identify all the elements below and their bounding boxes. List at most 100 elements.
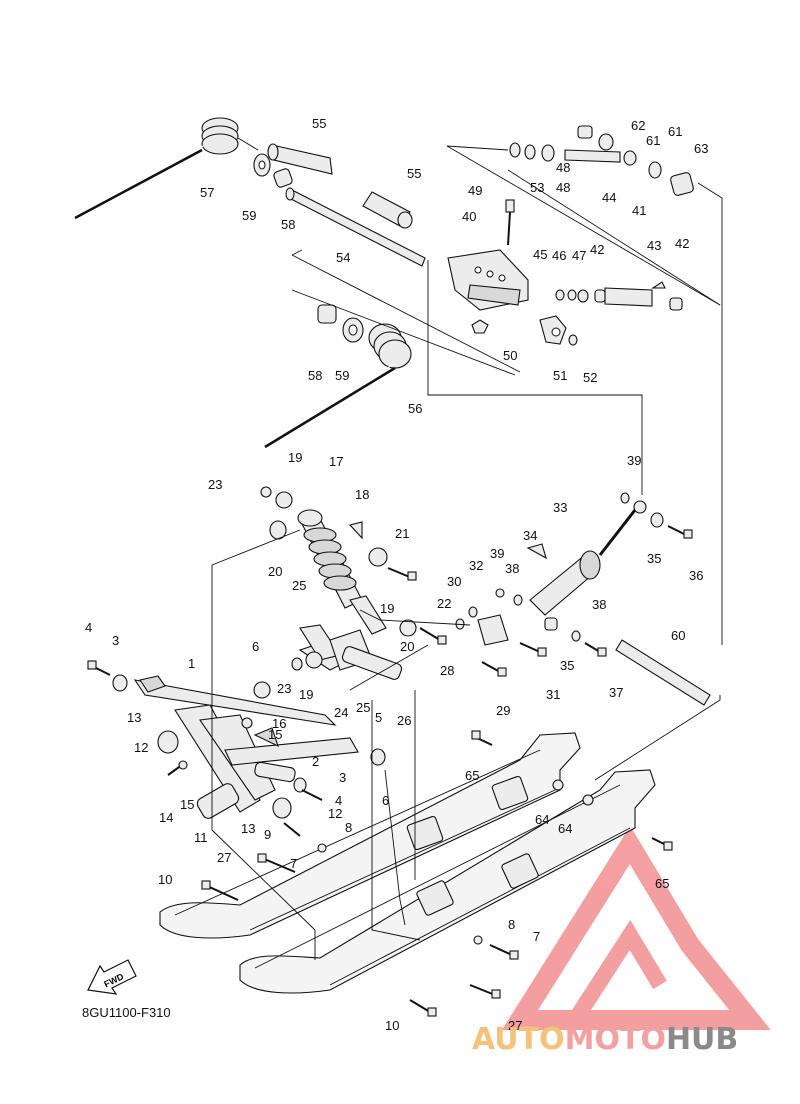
watermark-text: AUTOMOTOHUB <box>472 1022 738 1057</box>
callout-15: 15 <box>268 727 282 742</box>
callout-33: 33 <box>553 500 567 515</box>
assembly-lines-top <box>291 145 723 645</box>
callout-28: 28 <box>440 663 454 678</box>
callout-64: 64 <box>535 812 549 827</box>
callout-19: 19 <box>380 601 394 616</box>
callout-58: 58 <box>281 217 295 232</box>
callout-64: 64 <box>558 821 572 836</box>
callout-8: 8 <box>345 820 352 835</box>
callout-6: 6 <box>252 639 259 654</box>
callout-18: 18 <box>355 487 369 502</box>
callout-5: 5 <box>375 710 382 725</box>
callout-54: 54 <box>336 250 350 265</box>
callout-46: 46 <box>552 248 566 263</box>
callout-53: 53 <box>530 180 544 195</box>
callout-52: 52 <box>583 370 597 385</box>
shock-17 <box>260 486 417 637</box>
callout-numbers: 1233445667788910101112121313141515161718… <box>85 116 708 1033</box>
callout-60: 60 <box>671 628 685 643</box>
assembly-lines-bottom <box>211 529 721 960</box>
callout-23: 23 <box>277 681 291 696</box>
callout-14: 14 <box>159 810 173 825</box>
drawing-code: 8GU1100-F310 <box>82 1005 171 1020</box>
fwd-arrow-icon: FWD <box>87 959 137 995</box>
watermark-moto: MOTO <box>564 1022 666 1057</box>
torsion-spring-56 <box>263 323 412 449</box>
callout-6: 6 <box>382 793 389 808</box>
callout-11: 11 <box>194 830 208 845</box>
bolts-mid <box>387 525 693 677</box>
callout-30: 30 <box>447 574 461 589</box>
callout-24: 24 <box>334 705 348 720</box>
callout-39: 39 <box>490 546 504 561</box>
callout-13: 13 <box>241 821 255 836</box>
callout-61: 61 <box>668 124 682 139</box>
callout-38: 38 <box>592 597 606 612</box>
callout-56: 56 <box>408 401 422 416</box>
callout-62: 62 <box>631 118 645 133</box>
callout-63: 63 <box>694 141 708 156</box>
shock-33 <box>455 492 664 646</box>
callout-39: 39 <box>627 453 641 468</box>
callout-43: 43 <box>647 238 661 253</box>
callout-31: 31 <box>546 687 560 702</box>
slide-rails <box>159 730 673 1017</box>
callout-10: 10 <box>385 1018 399 1033</box>
callout-8: 8 <box>508 917 515 932</box>
callout-2: 2 <box>312 754 319 769</box>
callout-4: 4 <box>335 793 342 808</box>
callout-38: 38 <box>505 561 519 576</box>
callout-21: 21 <box>395 526 409 541</box>
callout-48: 48 <box>556 180 570 195</box>
callout-10: 10 <box>158 872 172 887</box>
callout-48: 48 <box>556 160 570 175</box>
callout-36: 36 <box>689 568 703 583</box>
callout-59: 59 <box>335 368 349 383</box>
callout-34: 34 <box>523 528 537 543</box>
callout-65: 65 <box>655 876 669 891</box>
callout-9: 9 <box>264 827 271 842</box>
callout-41: 41 <box>632 203 646 218</box>
watermark-logo <box>501 825 771 1030</box>
watermark-hub: HUB <box>665 1022 739 1057</box>
callout-7: 7 <box>290 856 297 871</box>
callout-42: 42 <box>675 236 689 251</box>
callout-29: 29 <box>496 703 510 718</box>
callout-3: 3 <box>339 770 346 785</box>
callout-17: 17 <box>329 454 343 469</box>
callout-7: 7 <box>533 929 540 944</box>
callout-20: 20 <box>268 564 282 579</box>
callout-57: 57 <box>200 185 214 200</box>
callout-58: 58 <box>308 368 322 383</box>
callout-45: 45 <box>533 247 547 262</box>
callout-12: 12 <box>134 740 148 755</box>
front-arm <box>87 624 403 837</box>
callout-13: 13 <box>127 710 141 725</box>
rod-60 <box>615 639 711 706</box>
callout-20: 20 <box>400 639 414 654</box>
callout-25: 25 <box>356 700 370 715</box>
callout-15: 15 <box>180 797 194 812</box>
callout-25: 25 <box>292 578 306 593</box>
callout-61: 61 <box>646 133 660 148</box>
callout-55: 55 <box>407 166 421 181</box>
callout-51: 51 <box>553 368 567 383</box>
callout-55: 55 <box>312 116 326 131</box>
callout-35: 35 <box>647 551 661 566</box>
callout-65: 65 <box>465 768 479 783</box>
callout-3: 3 <box>112 633 119 648</box>
callout-27: 27 <box>508 1018 522 1033</box>
callout-16: 16 <box>272 716 286 731</box>
callout-49: 49 <box>468 183 482 198</box>
callout-40: 40 <box>462 209 476 224</box>
callout-35: 35 <box>560 658 574 673</box>
callout-4: 4 <box>85 620 92 635</box>
callout-12: 12 <box>328 806 342 821</box>
callout-22: 22 <box>437 596 451 611</box>
callout-37: 37 <box>609 685 623 700</box>
callout-50: 50 <box>503 348 517 363</box>
callout-19: 19 <box>288 450 302 465</box>
callout-23: 23 <box>208 477 222 492</box>
callout-47: 47 <box>572 248 586 263</box>
